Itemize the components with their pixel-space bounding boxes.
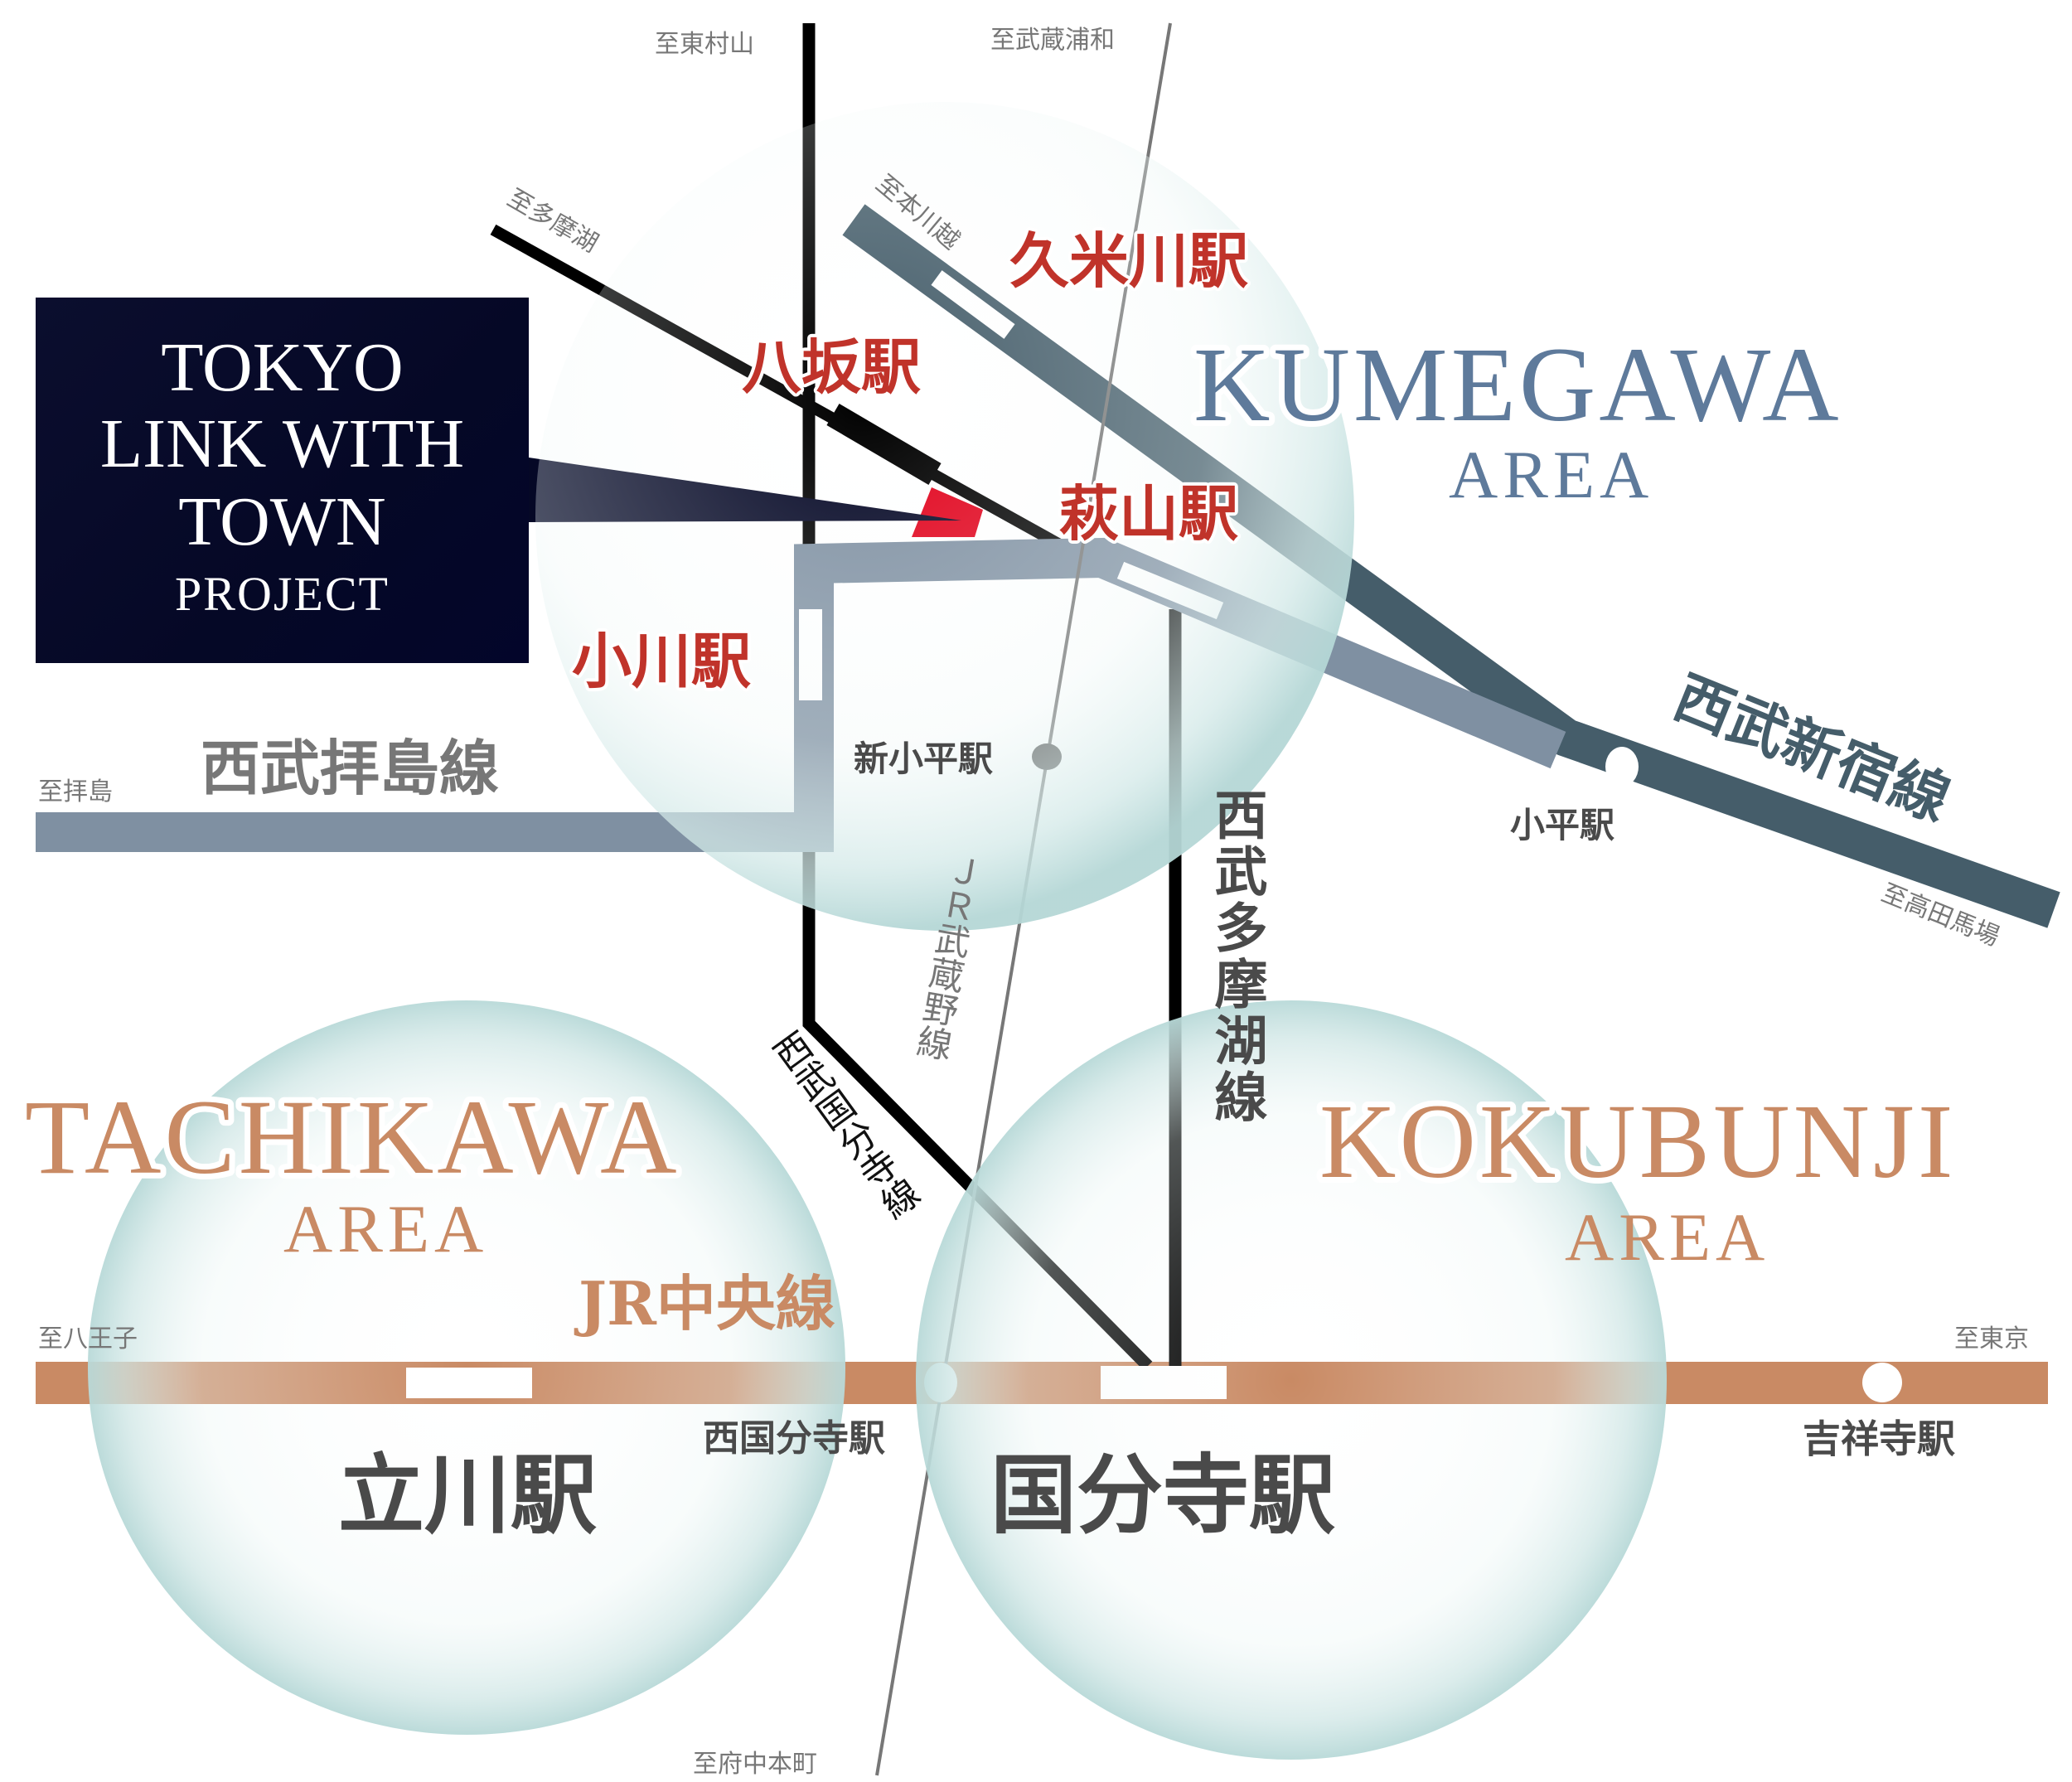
- station-kokubunji: 国分寺駅: [990, 1444, 1335, 1546]
- area-tachikawa-sub: AREA: [283, 1191, 488, 1266]
- project-title-line2: LINK WITH: [99, 405, 465, 482]
- station-ogawa: 小川駅: [572, 626, 751, 696]
- station-yasaka: 八坂駅: [742, 332, 921, 402]
- station-hagiyama: 萩山駅: [1059, 478, 1238, 549]
- area-kokubunji-name: KOKUBUNJI: [1319, 1082, 1956, 1200]
- dest-hachioji: 至八王子: [38, 1324, 138, 1353]
- project-title-line4: PROJECT: [175, 567, 390, 621]
- area-kokubunji-sub: AREA: [1565, 1199, 1769, 1275]
- dest-haijima: 至拝島: [38, 777, 113, 806]
- station-shinkodaira: 新小平駅: [854, 738, 993, 779]
- area-kumegawa-name: KUMEGAWA: [1193, 326, 1842, 443]
- station-kodaira: 小平駅: [1510, 805, 1615, 845]
- dest-tokyo: 至東京: [1954, 1324, 2029, 1353]
- dest-musashiurawa: 至武蔵浦和: [990, 26, 1115, 55]
- station-nishikokubunji: 西国分寺駅: [703, 1417, 885, 1460]
- area-tachikawa-name: TACHIKAWA: [25, 1078, 680, 1196]
- label-seibu-tamako: 西武多摩湖線: [1206, 787, 1268, 1126]
- kodaira-station-dot: [1605, 747, 1639, 787]
- label-jr-chuo: JR中央線: [574, 1268, 835, 1339]
- dest-higashimurayama: 至東村山: [655, 30, 754, 59]
- project-title-box: TOKYO LINK WITH TOWN PROJECT: [36, 298, 529, 663]
- project-title-line1: TOKYO: [161, 329, 404, 406]
- dest-fuchuhonmachi: 至府中本町: [693, 1750, 817, 1779]
- kokubunji-area-bubble: [916, 1000, 1667, 1760]
- kumegawa-area-bubble: [535, 102, 1354, 931]
- station-kumegawa: 久米川駅: [1009, 225, 1248, 296]
- project-title-line3: TOWN: [178, 483, 386, 560]
- tachikawa-area-bubble: [88, 1000, 845, 1735]
- area-kumegawa-sub: AREA: [1449, 437, 1653, 512]
- station-kichijoji: 吉祥寺駅: [1803, 1416, 1955, 1461]
- label-seibu-haijima: 西武拝島線: [201, 733, 499, 803]
- kichijoji-station-dot: [1862, 1363, 1902, 1402]
- station-tachikawa: 立川駅: [338, 1444, 597, 1546]
